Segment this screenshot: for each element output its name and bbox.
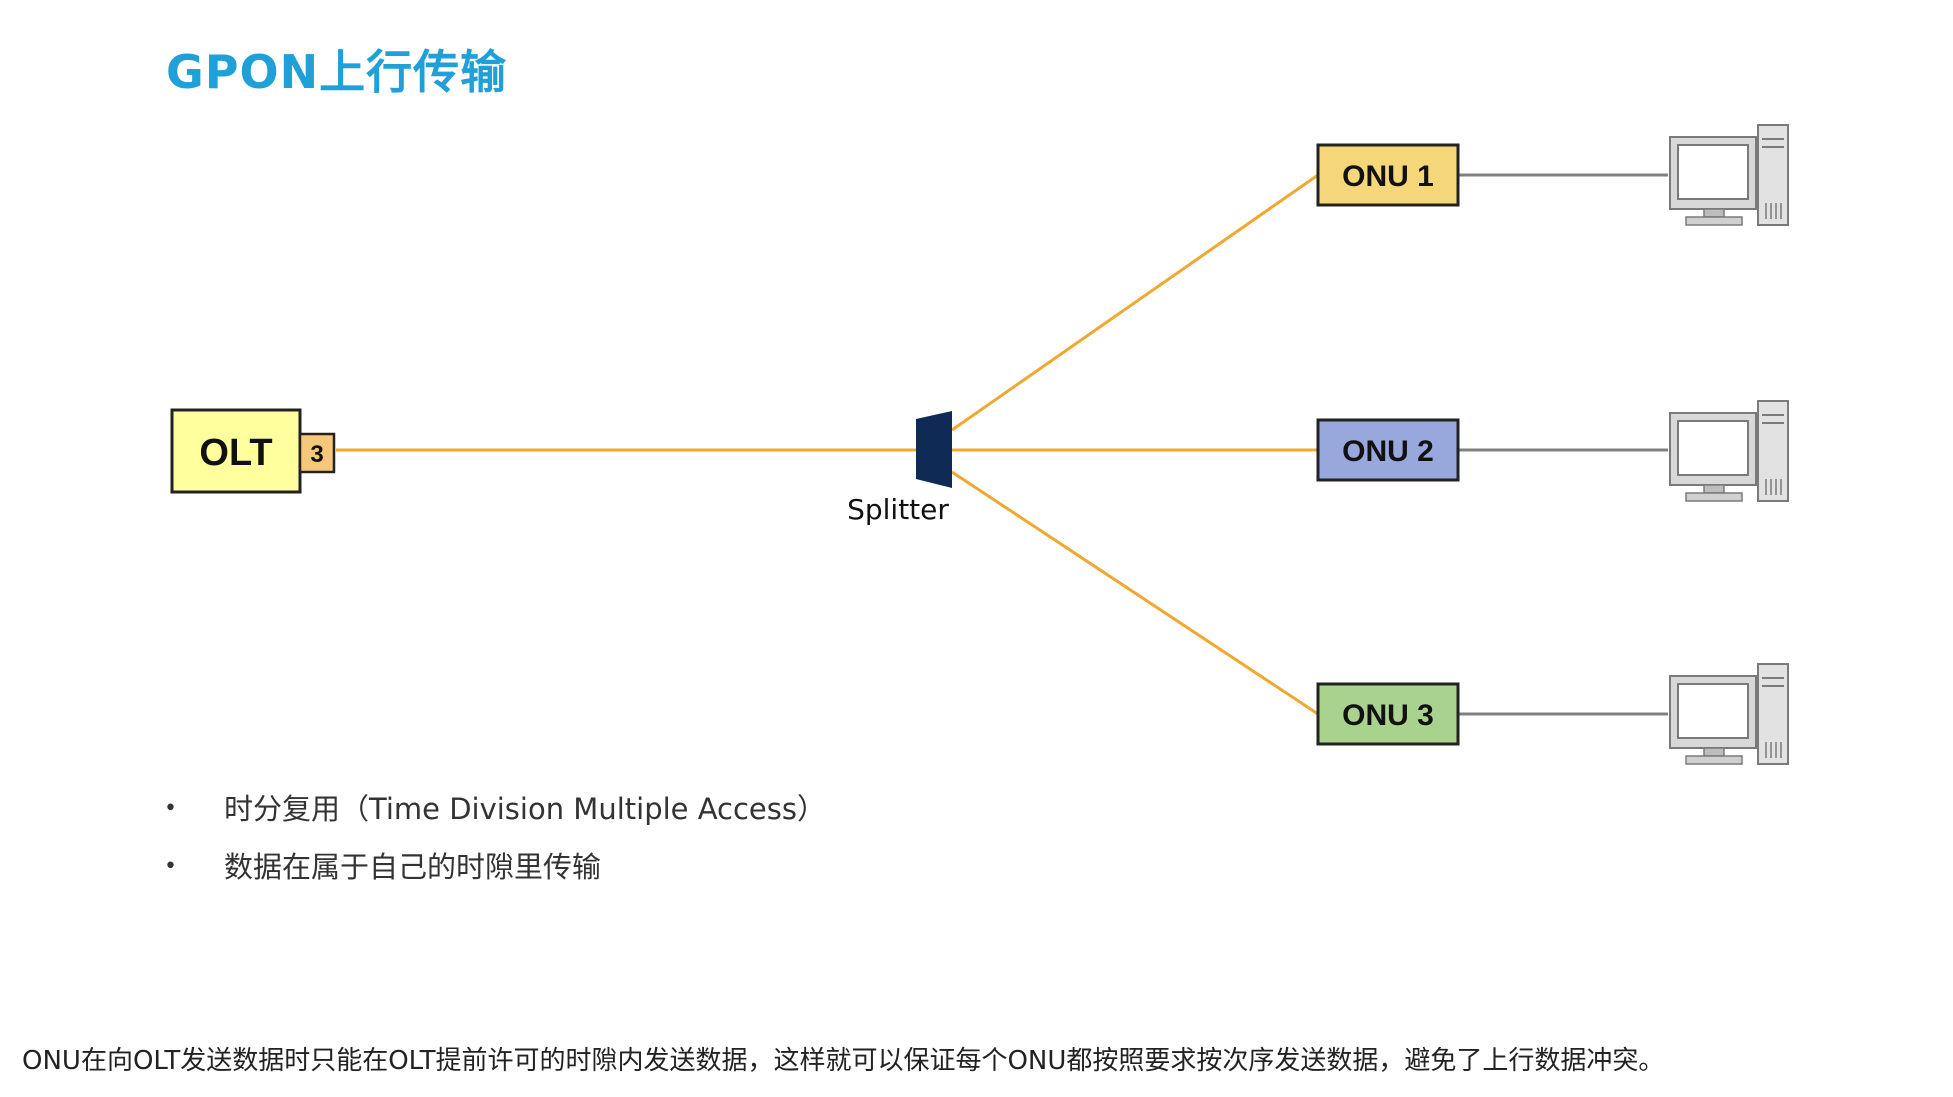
olt-node: OLT 3 <box>170 408 336 494</box>
splitter-icon <box>916 411 952 488</box>
page-title: GPON上行传输 <box>166 45 508 99</box>
onu-1-label: ONU 1 <box>1342 160 1434 193</box>
onu-2-node: ONU 2 <box>1316 418 1460 482</box>
olt-label: OLT <box>199 432 272 474</box>
fiber-splitter-onu1 <box>951 173 1319 432</box>
caption-subtitle: ONU在向OLT发送数据时只能在OLT提前许可的时隙内发送数据，这样就可以保证每… <box>22 1046 1665 1076</box>
onu-1-node: ONU 1 <box>1316 143 1460 207</box>
bullet-item: 时分复用（Time Division Multiple Access） <box>164 780 826 838</box>
onu-2-label: ONU 2 <box>1342 435 1434 468</box>
bullet-item: 数据在属于自己的时隙里传输 <box>164 838 826 896</box>
fiber-splitter-onu3 <box>951 470 1319 716</box>
onu-3-node: ONU 3 <box>1316 682 1460 746</box>
svg-text:3: 3 <box>310 441 323 468</box>
olt-port-badge: 3 <box>298 432 336 474</box>
splitter-label: Splitter <box>847 493 949 526</box>
onu-3-label: ONU 3 <box>1342 699 1434 732</box>
bullet-list: 时分复用（Time Division Multiple Access） 数据在属… <box>164 780 826 896</box>
splitter-node: Splitter <box>847 411 952 526</box>
computer-2-icon <box>1669 400 1789 502</box>
computer-3-icon <box>1669 663 1789 765</box>
computer-1-icon <box>1669 124 1789 226</box>
